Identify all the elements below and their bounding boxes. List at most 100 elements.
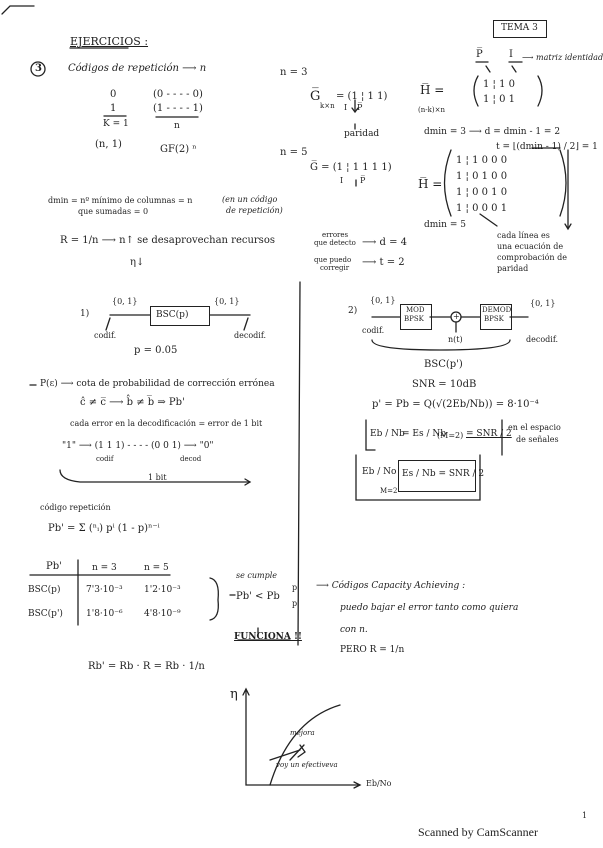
bsc-block (150, 306, 210, 326)
m2-label-2: M=2 (380, 487, 398, 495)
h3-row-1: 1 ¦ 1 0 (483, 79, 515, 90)
graph-mejora-label: mejora (290, 729, 315, 737)
capacity-title: ⟶ Códigos Capacity Achieving : (316, 581, 466, 591)
h3-symbol: H̅ = (420, 83, 445, 97)
pb-inequality: Pb' < Pb (236, 591, 280, 602)
sys1-input: {0, 1} (112, 297, 138, 306)
eb-no-ratio: Eb / No (362, 467, 397, 477)
bsc-prime-label: BSC(p') (424, 359, 463, 370)
rep-formula-label: código repetición (40, 503, 111, 512)
dmin-definition-2: que sumadas = 0 (78, 207, 149, 216)
sys2-decoder: decodif. (526, 335, 559, 344)
page-number: 1 (582, 811, 588, 820)
parity-note-1: cada línea es (497, 231, 550, 240)
mod-label-1: MOD (406, 306, 425, 314)
snr-value: SNR = 10dB (412, 379, 477, 390)
table-row-label-1: BSC(p) (28, 585, 61, 595)
sheet-label-box (493, 20, 547, 38)
h3-subscript: (n-k)×n (418, 106, 445, 114)
h5-row-4: 1 ¦ 0 0 0 1 (456, 203, 508, 214)
h5-row-2: 1 ¦ 0 1 0 0 (456, 171, 508, 182)
parity-note-4: paridad (497, 264, 529, 273)
g3-subscript: k×n (320, 102, 335, 110)
rb-formula: Rb' = Rb · R = Rb · 1/n (88, 661, 205, 672)
zero-codeword: (0 - - - - 0) (153, 89, 203, 100)
g3-matrix: = (1 ¦ 1 1) (336, 91, 388, 102)
table-header-n5: n = 5 (144, 563, 169, 573)
one-bit-label: 1 bit (148, 473, 167, 482)
one-codeword: (1 - - - - 1) (153, 103, 203, 114)
dmin-paren-1: (en un código (222, 195, 278, 204)
error-bit-note: cada error en la decodificación = error … (70, 419, 263, 428)
eb-no-result-box (398, 460, 476, 492)
h3-parity-part: P̅ (476, 49, 483, 60)
table-cell: 1'8·10⁻⁶ (86, 609, 123, 619)
correct-label-2: corregir (320, 264, 350, 272)
code-params: (n, 1) (95, 139, 122, 150)
n3-label: n = 3 (280, 67, 308, 78)
h5-row-1: 1 ¦ 1 0 0 0 (456, 155, 508, 166)
detect-label-1: errores (322, 231, 349, 239)
capacity-note-2: con n. (340, 625, 368, 635)
table-row-label-2: BSC(p') (28, 609, 63, 619)
g5-matrix: G̅ = (1 ¦ 1 1 1 1) (310, 162, 392, 173)
decod-label: decod (180, 455, 202, 463)
graph-y-label: η (230, 687, 238, 702)
signal-space-note-2: de señales (516, 435, 559, 444)
n5-label: n = 5 (280, 147, 308, 158)
capacity-note: puedo bajar el error tanto como quiera (340, 603, 519, 613)
dmin-definition: dmin = nº mínimo de columnas = n (48, 196, 193, 205)
g3-symbol: G̅ (310, 89, 321, 104)
correct-value: ⟶ t = 2 (362, 257, 405, 268)
p-label: p (292, 583, 298, 592)
error-chain: ĉ ≠ c̅ ⟶ b̂ ≠ b̅ ⇒ Pb' (80, 397, 185, 408)
g5-identity: I (340, 176, 344, 185)
snr-half: = SNR / 2 (466, 429, 512, 439)
repetition-title: Códigos de repetición ⟶ n (68, 63, 207, 74)
dmin-paren-2: de repetición) (226, 206, 283, 215)
sys2-output: {0, 1} (530, 299, 556, 308)
sys2-input: {0, 1} (370, 296, 396, 305)
parity-note-3: comprobación de (497, 253, 567, 262)
identity-note: ⟶ matriz identidad (522, 53, 603, 62)
es-nb-result: Es / Nb = SNR / 2 (402, 469, 485, 479)
capacity-but: PERO R = 1/n (340, 645, 405, 655)
scanner-watermark: Scanned by CamScanner (418, 825, 538, 839)
p-prime-label: p' (292, 599, 300, 608)
k-equals: K = 1 (103, 119, 129, 129)
funciona-label: FUNCIONA !! (234, 632, 302, 642)
g3-identity: I (344, 103, 348, 112)
graph-x-label: Eb/No (366, 779, 392, 788)
n-label: n (174, 121, 180, 131)
t-value: t = ⌊(dmin - 1) / 2⌋ = 1 (496, 142, 598, 152)
one-bit: 1 (110, 103, 117, 114)
sys1-output: {0, 1} (214, 297, 240, 306)
mod-block (400, 304, 432, 330)
demod-label-1: DEMOD (482, 306, 512, 314)
dmin-3: dmin = 3 ⟶ d = dmin - 1 = 2 (424, 127, 561, 137)
signal-space-note-1: en el espacio (508, 423, 561, 432)
detect-value: ⟶ d = 4 (362, 237, 408, 248)
table-header-pb: Pb' (46, 561, 62, 572)
rep-formula: Pb' = Σ (ⁿᵢ) pⁱ (1 - p)ⁿ⁻ⁱ (48, 523, 160, 534)
table-header-n3: n = 3 (92, 563, 117, 573)
adder-symbol: + (453, 312, 460, 321)
error-prob-title: P(ε) ⟶ cota de probabilidad de correcció… (40, 379, 275, 389)
page-heading: EJERCICIOS : (70, 35, 149, 48)
exercise-number: 3 (35, 63, 42, 74)
zero-bit: 0 (110, 89, 117, 100)
table-cell: 4'8·10⁻⁹ (144, 609, 181, 619)
sys1-encoder: codif. (94, 331, 117, 340)
graph-voy-label: voy un efectiveva (276, 761, 338, 769)
g3-parity-part: P̅ (357, 103, 363, 112)
m2-label: (M=2) (437, 431, 464, 440)
se-cumple: se cumple (236, 571, 278, 580)
galois-field: GF(2) ⁿ (160, 144, 197, 155)
noise-label: n(t) (448, 335, 463, 344)
bsc-block-label: BSC(p) (156, 310, 189, 320)
es-nb-ratio: = Es / Nb (402, 429, 446, 439)
sys1-number: 1) (80, 309, 90, 319)
mod-label-2: BPSK (404, 315, 424, 323)
sys2-number: 2) (348, 306, 358, 316)
